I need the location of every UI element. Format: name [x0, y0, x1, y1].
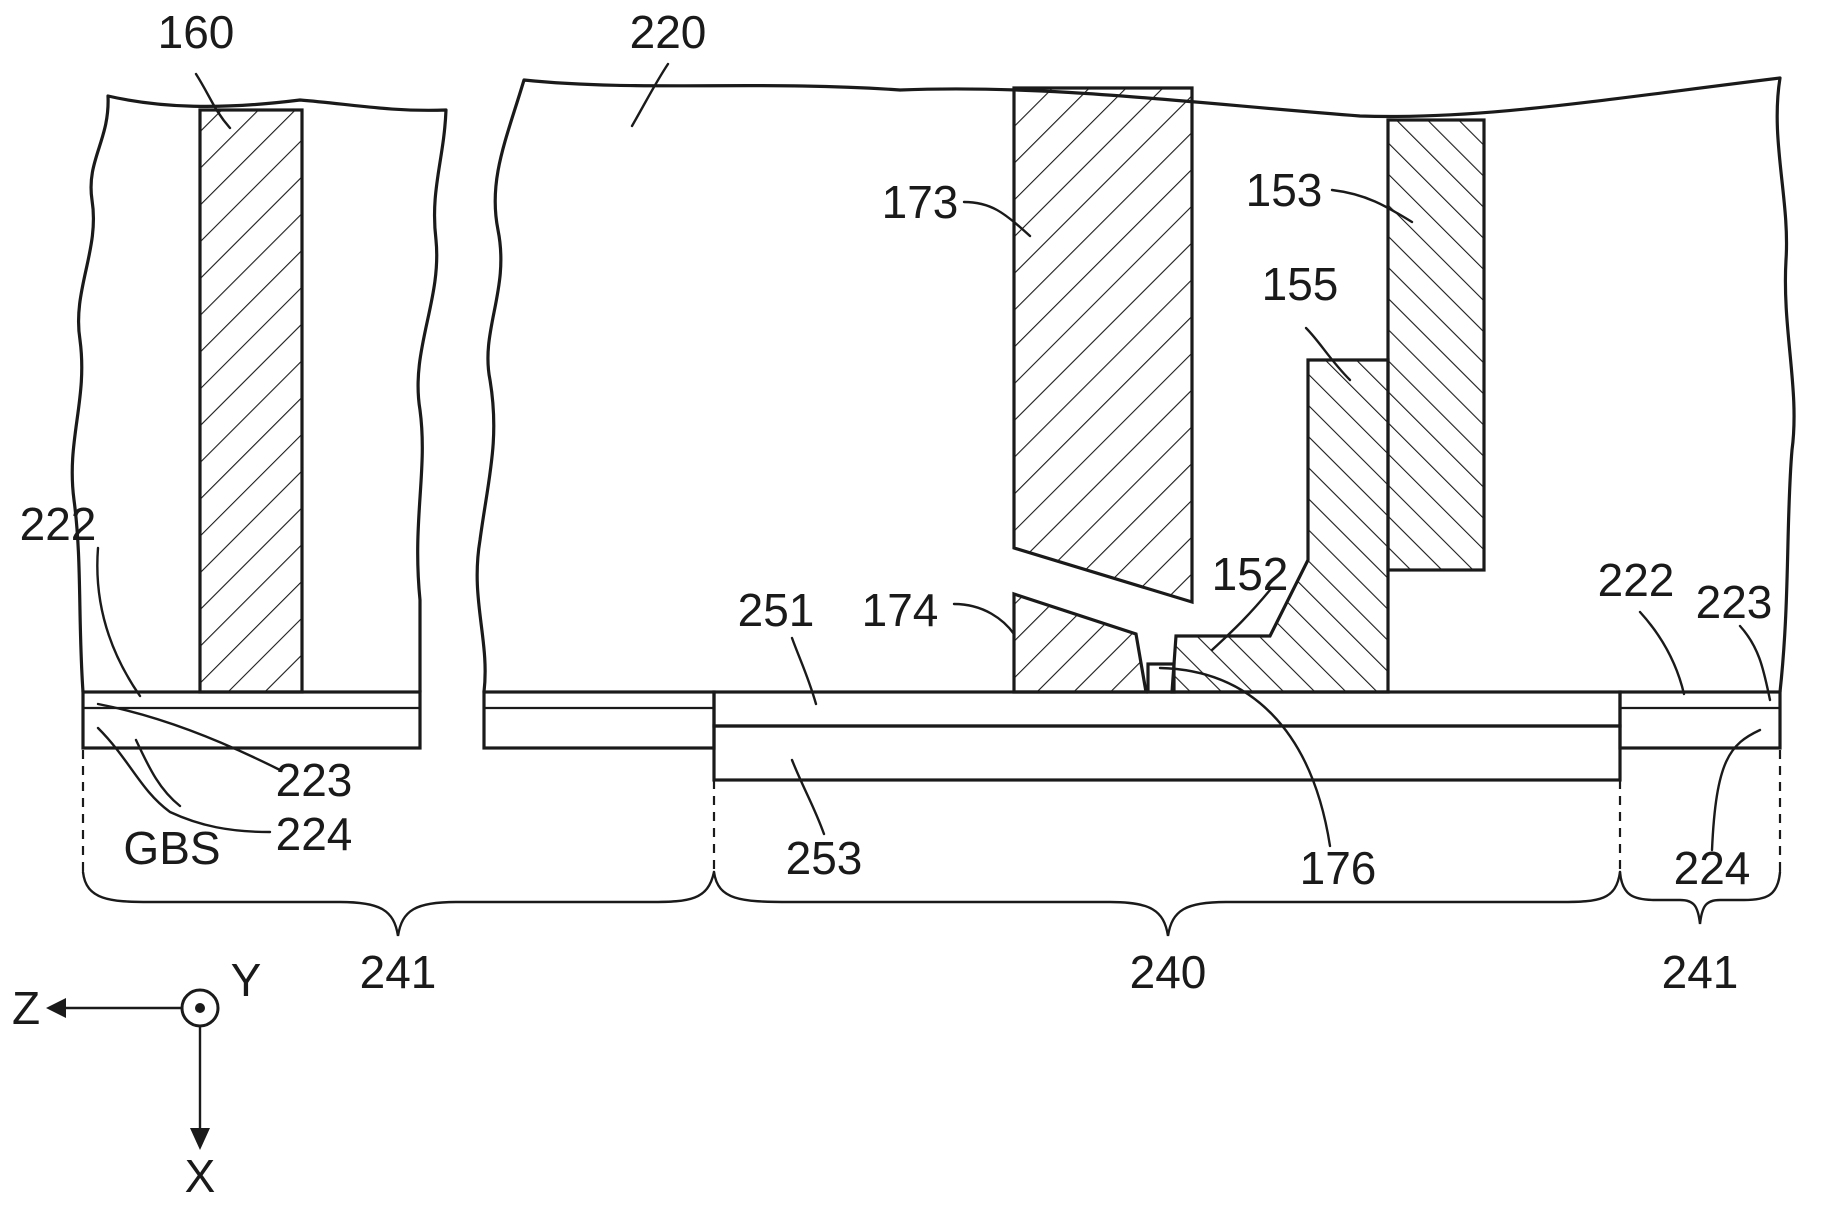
leader-160 — [194, 72, 232, 130]
z-axis-arrowhead-icon — [46, 998, 66, 1018]
leader-253 — [790, 758, 826, 836]
label-174: 174 — [862, 584, 939, 636]
axis-label-x: X — [185, 1150, 216, 1202]
leader-174 — [952, 602, 1016, 636]
part-153 — [1386, 118, 1486, 572]
label-220: 220 — [630, 6, 707, 58]
leader-153 — [1330, 188, 1414, 224]
label-241-right: 241 — [1662, 946, 1739, 998]
leader-gbs — [134, 738, 182, 808]
label-222-right: 222 — [1598, 554, 1675, 606]
layer-251 — [712, 690, 1622, 728]
y-axis-dot-icon — [195, 1003, 205, 1013]
label-222-left: 222 — [20, 498, 97, 550]
leader-176 — [1158, 666, 1332, 848]
label-253: 253 — [786, 832, 863, 884]
part-174 — [1012, 591, 1148, 694]
left-layer-stack — [81, 690, 422, 750]
label-240: 240 — [1130, 946, 1207, 998]
leader-173 — [962, 200, 1032, 238]
leader-222-right — [1638, 610, 1686, 696]
leader-251 — [790, 636, 818, 706]
brace-241-right — [1618, 870, 1782, 925]
x-axis-arrowhead-icon — [190, 1128, 210, 1150]
layer-253 — [712, 724, 1622, 782]
label-223-right: 223 — [1696, 576, 1773, 628]
leader-224-right — [1710, 728, 1762, 852]
axis-indicator: Z Y X — [12, 954, 261, 1202]
label-173: 173 — [882, 176, 959, 228]
leader-222-left — [96, 546, 142, 698]
label-gbs: GBS — [123, 822, 220, 874]
brace-241-left — [81, 870, 716, 937]
label-160: 160 — [158, 6, 235, 58]
label-224-left: 224 — [276, 808, 353, 860]
leader-220 — [630, 62, 670, 128]
label-251: 251 — [738, 584, 815, 636]
label-155: 155 — [1262, 258, 1339, 310]
leader-224-left — [96, 726, 272, 834]
label-176: 176 — [1300, 842, 1377, 894]
label-241-left: 241 — [360, 946, 437, 998]
axis-label-y: Y — [231, 954, 262, 1006]
brace-240 — [712, 870, 1622, 937]
part-173 — [1012, 86, 1194, 605]
leader-223-left — [96, 702, 282, 772]
label-153: 153 — [1246, 164, 1323, 216]
leader-155 — [1304, 326, 1352, 382]
leader-152 — [1210, 588, 1272, 652]
label-152: 152 — [1212, 548, 1289, 600]
middle-layer-stack — [482, 690, 716, 750]
leader-223-right — [1738, 624, 1772, 702]
axis-label-z: Z — [12, 982, 40, 1034]
label-224-right: 224 — [1674, 842, 1751, 894]
label-223-left: 223 — [276, 754, 353, 806]
part-160 — [198, 108, 304, 694]
part-155-152 — [1170, 358, 1390, 694]
right-layer-stack — [1618, 690, 1782, 750]
